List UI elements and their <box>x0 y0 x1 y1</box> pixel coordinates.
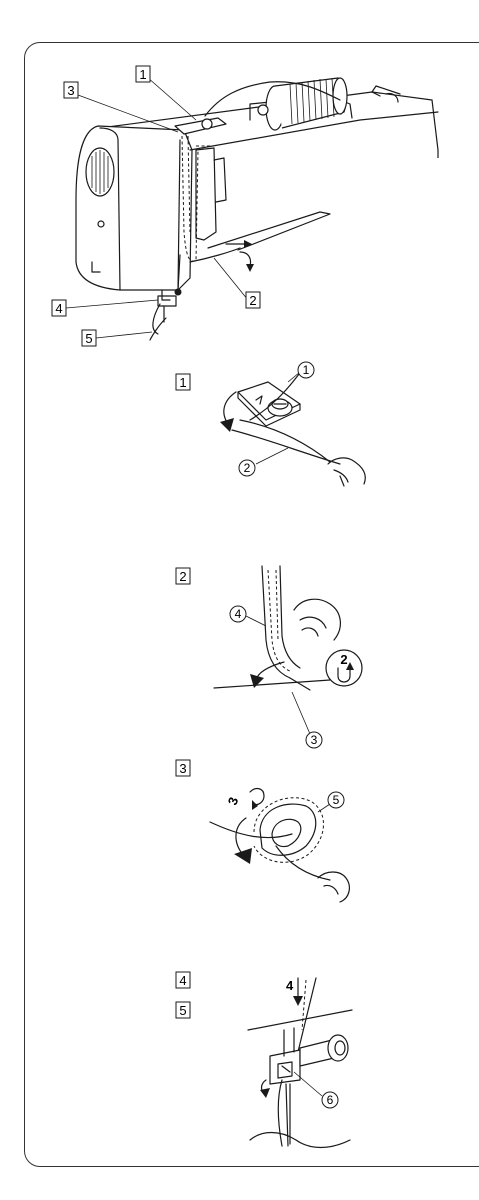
step-5-label-text: 5 <box>179 1003 186 1018</box>
step-2-arrow-marker: 2 <box>326 650 362 686</box>
label-box-1-text: 1 <box>139 67 146 82</box>
label-box-2-text: 2 <box>249 293 256 308</box>
part-3-callout: 3 <box>306 732 322 748</box>
step-4-label: 4 <box>176 972 190 988</box>
step-5-label: 5 <box>176 1002 190 1018</box>
part-2-callout-text: 2 <box>244 461 251 475</box>
label-box-1: 1 <box>136 66 150 82</box>
part-1-callout: 1 <box>298 362 314 378</box>
step-2-illustration <box>214 566 340 734</box>
part-4-callout: 4 <box>230 606 246 622</box>
label-box-5-text: 5 <box>85 331 92 346</box>
label-box-4: 4 <box>52 300 66 316</box>
step-2-label-text: 2 <box>179 569 186 584</box>
part-3-callout-text: 3 <box>311 733 318 747</box>
part-6-callout-text: 6 <box>327 1093 334 1107</box>
step-3-label: 3 <box>176 760 190 776</box>
step-4-arrow-number: 4 <box>286 978 294 993</box>
step-3-label-text: 3 <box>179 761 186 776</box>
knob-icon <box>86 148 114 196</box>
part-1-callout-text: 1 <box>303 363 310 377</box>
label-box-5: 5 <box>82 330 96 346</box>
part-2-callout: 2 <box>239 460 255 476</box>
step-4-5-illustration: 4 <box>248 978 352 1148</box>
step-3-illustration: 3 <box>210 789 349 902</box>
step-1-label-text: 1 <box>179 375 186 390</box>
label-box-3-text: 3 <box>67 83 74 98</box>
step-3-arrow-number: 3 <box>225 795 242 807</box>
step-2-label: 2 <box>176 568 190 584</box>
part-5-callout-text: 5 <box>333 793 340 807</box>
label-box-2: 2 <box>246 292 260 308</box>
part-6-callout: 6 <box>322 1092 338 1108</box>
label-box-3: 3 <box>64 82 78 98</box>
step-1-label: 1 <box>176 374 190 390</box>
part-5-callout: 5 <box>328 792 344 808</box>
label-box-4-text: 4 <box>55 301 62 316</box>
part-4-callout-text: 4 <box>235 607 242 621</box>
step-2-arrow-number: 2 <box>340 652 347 667</box>
step-4-label-text: 4 <box>179 973 186 988</box>
